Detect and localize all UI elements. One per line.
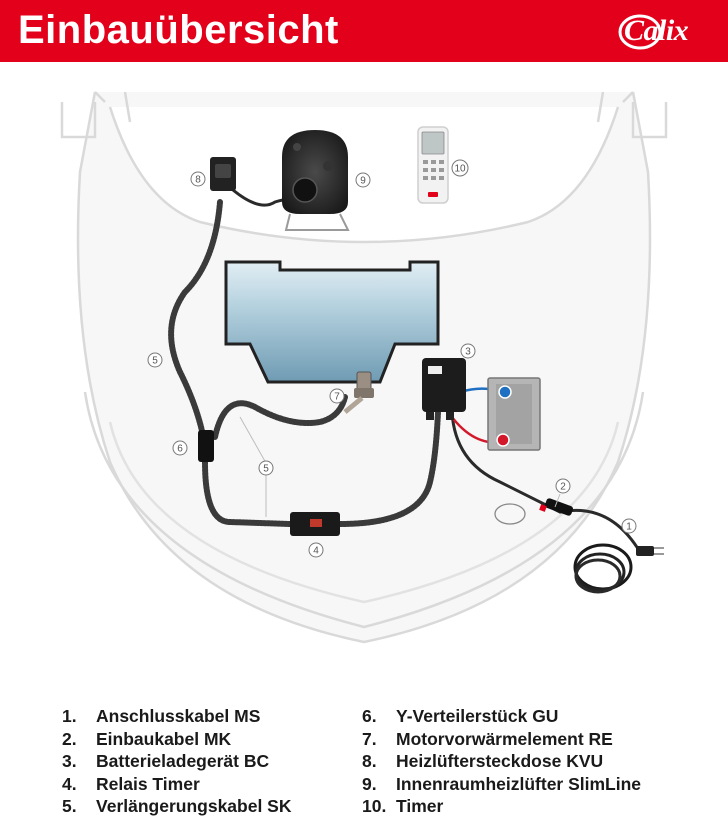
callout-5-lower: 5 bbox=[258, 460, 274, 476]
legend-item: 9.Innenraumheizlüfter SlimLine bbox=[362, 773, 642, 794]
logo-text: Calix bbox=[624, 14, 689, 47]
legend-item: 8.Heizlüftersteckdose KVU bbox=[362, 751, 604, 771]
legend-item: 4.Relais Timer bbox=[62, 773, 200, 794]
heater-socket bbox=[210, 157, 236, 191]
callout-4: 4 bbox=[308, 542, 324, 558]
legend-item: 10.Timer bbox=[362, 796, 444, 816]
legend-item: 5.Verlängerungskabel SK bbox=[62, 796, 292, 816]
svg-text:4: 4 bbox=[313, 546, 319, 557]
builtin-cable-connector bbox=[539, 498, 574, 516]
svg-text:5: 5 bbox=[263, 464, 269, 475]
legend-right-column: 6.Y-Verteilerstück GU 7.Motorvorwärmelem… bbox=[362, 705, 641, 818]
relay-timer bbox=[290, 512, 340, 536]
callout-5-upper: 5 bbox=[147, 352, 163, 368]
legend-left-column: 1.Anschlusskabel MS 2.Einbaukabel MK 3.B… bbox=[62, 705, 292, 818]
y-splitter bbox=[198, 430, 214, 462]
callout-8: 8 bbox=[190, 171, 206, 187]
logo-swoosh-icon bbox=[618, 14, 662, 50]
svg-text:1: 1 bbox=[626, 522, 632, 533]
legend-item: 6.Y-Verteilerstück GU bbox=[362, 706, 559, 726]
car-battery bbox=[487, 377, 541, 451]
legend-item: 7.Motorvorwärmelement RE bbox=[362, 728, 613, 749]
page-title: Einbauübersicht bbox=[18, 8, 339, 52]
svg-text:10: 10 bbox=[454, 164, 466, 175]
coolant-tank bbox=[224, 260, 440, 384]
header-banner: Einbauübersicht Calix bbox=[0, 0, 728, 62]
callout-markers: 1 2 3 4 5 5 6 7 bbox=[147, 159, 637, 558]
svg-text:8: 8 bbox=[195, 175, 201, 186]
svg-text:6: 6 bbox=[177, 444, 183, 455]
callout-3: 3 bbox=[460, 343, 476, 359]
timer-remote bbox=[417, 126, 449, 204]
calix-logo: Calix bbox=[618, 12, 714, 52]
legend-item: 2.Einbaukabel MK bbox=[62, 728, 232, 749]
battery-charger bbox=[422, 358, 466, 420]
installation-diagram: 1 2 3 4 5 5 6 7 bbox=[60, 91, 668, 644]
svg-text:9: 9 bbox=[360, 176, 366, 187]
legend-item: 3.Batterieladegerät BC bbox=[62, 751, 270, 771]
interior-heater bbox=[282, 130, 350, 231]
svg-text:5: 5 bbox=[152, 356, 158, 367]
callout-9: 9 bbox=[355, 172, 371, 188]
svg-text:2: 2 bbox=[560, 482, 566, 493]
legend-item: 1.Anschlusskabel MS bbox=[62, 706, 261, 726]
callout-7: 7 bbox=[329, 388, 345, 404]
engine-preheater bbox=[343, 371, 374, 414]
svg-text:3: 3 bbox=[465, 347, 471, 358]
callout-1: 1 bbox=[621, 518, 637, 534]
mains-plug bbox=[636, 546, 664, 556]
svg-text:7: 7 bbox=[334, 392, 340, 403]
callout-2: 2 bbox=[555, 478, 571, 494]
callout-6: 6 bbox=[172, 440, 188, 456]
callout-lines bbox=[239, 416, 561, 517]
callout-10: 10 bbox=[451, 159, 469, 177]
